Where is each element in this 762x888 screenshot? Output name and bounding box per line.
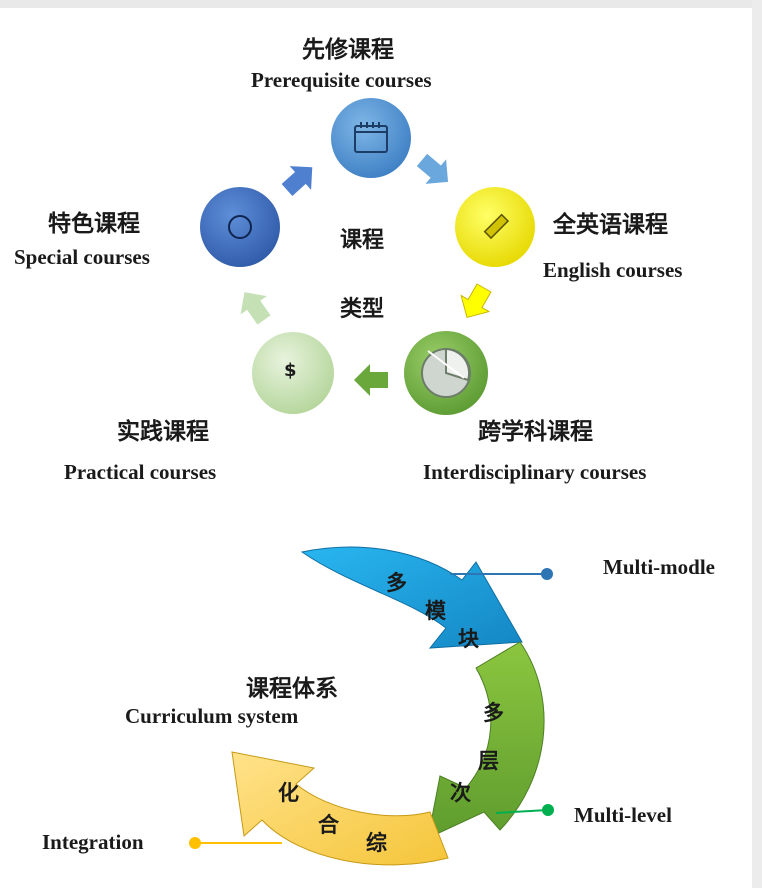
integration-connector [189, 837, 282, 849]
pie-chart-icon [421, 347, 471, 398]
multi-level-connector [495, 804, 554, 816]
multi-module-label: Multi-modle [603, 555, 715, 579]
center-label-line2: 类型 [340, 297, 385, 322]
arrow-interdisciplinary-to-practical [354, 364, 388, 396]
multi-module-char: 多 [386, 571, 407, 595]
curriculum-system-en-title: Curriculum system [125, 704, 299, 728]
arrow-special-to-prerequisite [281, 166, 313, 196]
arrow-practical-to-special [240, 292, 271, 325]
integration-char: 综 [366, 831, 387, 855]
english-circle [455, 187, 535, 267]
english-en-label: English courses [543, 258, 683, 282]
prerequisite-circle [331, 98, 411, 178]
practical-en-label: Practical courses [64, 460, 217, 484]
multi-level-char: 次 [450, 781, 471, 805]
multi-level-chars: 多 层 次 [450, 701, 504, 805]
special-circle [200, 187, 280, 267]
prerequisite-en-label: Prerequisite courses [251, 68, 432, 92]
special-en-label: Special courses [14, 245, 150, 269]
practical-zh-label: 实践课程 [117, 419, 209, 445]
integration-label: Integration [42, 830, 144, 854]
curriculum-system-zh-title: 课程体系 [246, 676, 338, 702]
english-zh-label: 全英语课程 [553, 212, 668, 238]
integration-arc: 化 合 综 [231, 751, 449, 866]
multi-level-arc: 多 层 次 [427, 641, 545, 839]
multi-level-char: 层 [478, 749, 499, 773]
arrow-english-to-interdisciplinary [460, 283, 492, 319]
integration-chars: 化 合 综 [278, 781, 387, 855]
multi-module-connector [450, 568, 553, 580]
prerequisite-zh-label: 先修课程 [302, 37, 394, 63]
interdisciplinary-en-label: Interdisciplinary courses [423, 460, 647, 484]
practical-circle [252, 332, 334, 414]
integration-char: 化 [278, 781, 299, 805]
multi-module-chars: 多 模 块 [386, 571, 480, 651]
center-label-line1: 课程 [340, 228, 385, 253]
integration-char: 合 [318, 813, 340, 837]
interdisciplinary-circle [404, 331, 488, 415]
multi-level-label: Multi-level [574, 803, 672, 827]
multi-module-char: 块 [458, 627, 480, 651]
ring-icon [228, 215, 252, 239]
calendar-icon [354, 122, 388, 153]
arrow-prerequisite-to-english [416, 153, 449, 184]
special-zh-label: 特色课程 [48, 211, 140, 237]
interdisciplinary-zh-label: 跨学科课程 [478, 419, 593, 445]
pencil-icon [483, 213, 510, 240]
dollar-icon: $ [284, 360, 297, 381]
multi-module-char: 模 [425, 599, 447, 623]
multi-module-arc: 多 模 块 [300, 546, 523, 651]
multi-level-char: 多 [483, 701, 504, 725]
